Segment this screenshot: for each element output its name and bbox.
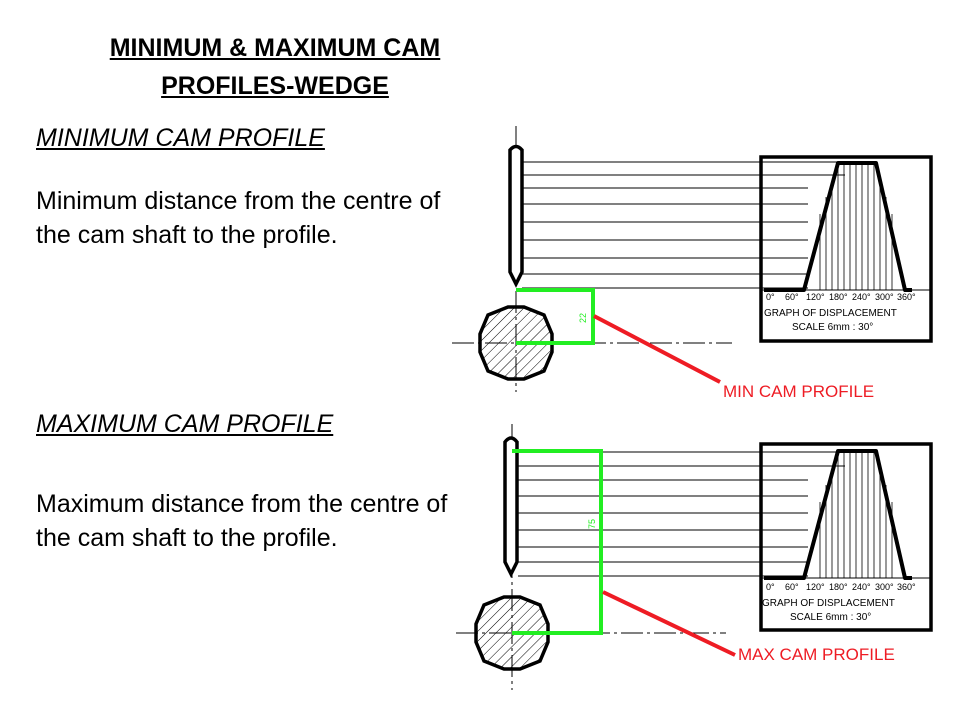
svg-text:120°: 120° [806,292,825,302]
svg-text:120°: 120° [806,582,825,592]
svg-text:180°: 180° [829,292,848,302]
svg-text:180°: 180° [829,582,848,592]
svg-text:360°: 360° [897,292,916,302]
min-dimension-value: 22 [578,313,588,323]
svg-text:240°: 240° [852,292,871,302]
min-graph-scale: SCALE 6mm : 30° [792,322,873,333]
min-profile-description: Minimum distance from the centre of the … [36,187,441,249]
min-projection-lines [522,161,845,289]
max-callout-pointer [602,590,736,657]
svg-text:0°: 0° [766,582,775,592]
max-graph-scale: SCALE 6mm : 30° [790,612,871,623]
svg-text:60°: 60° [785,582,799,592]
min-profile-heading: MINIMUM CAM PROFILE [36,124,325,152]
svg-text:0°: 0° [766,292,775,302]
min-callout-label: MIN CAM PROFILE [723,382,874,401]
max-graph-ordinates [819,451,893,578]
svg-text:360°: 360° [897,582,916,592]
max-graph-tick-labels: 0° 60° 120° 180° 240° 300° 360° [766,582,916,592]
svg-text:300°: 300° [875,582,894,592]
svg-text:60°: 60° [785,292,799,302]
min-graph-caption: GRAPH OF DISPLACEMENT [764,308,897,319]
max-displacement-graph: 0° 60° 120° 180° 240° 300° 360° GRAPH OF… [759,442,933,632]
max-displacement-curve [764,449,912,580]
max-profile-heading: MAXIMUM CAM PROFILE [36,410,334,438]
title-line-2: PROFILES-WEDGE [161,71,389,100]
min-wedge-follower [508,144,524,288]
min-graph-frame [759,155,933,343]
min-graph-tick-labels: 0° 60° 120° 180° 240° 300° 360° [766,292,916,302]
max-wedge-follower [503,436,519,578]
svg-text:300°: 300° [875,292,894,302]
svg-text:240°: 240° [852,582,871,592]
min-displacement-curve [764,161,912,292]
page-title: MINIMUM & MAXIMUM CAM PROFILES-WEDGE [40,30,510,105]
max-profile-description: Maximum distance from the centre of the … [36,490,448,552]
min-callout-pointer [593,314,721,384]
max-projection-lines [518,451,845,577]
max-graph-frame [759,442,933,632]
max-graph-caption: GRAPH OF DISPLACEMENT [762,598,895,609]
min-graph-ordinates [819,163,893,290]
min-distance-dimension [516,288,595,345]
max-dimension-value: 75 [587,519,597,529]
title-line-1: MINIMUM & MAXIMUM CAM [109,34,441,62]
max-distance-dimension [512,449,603,635]
max-callout-label: MAX CAM PROFILE [738,645,895,664]
max-cam-drawing: 75 MAX CAM PROFILE [456,424,895,690]
min-displacement-graph: 0° 60° 120° 180° 240° 300° 360° GRAPH OF… [759,155,933,343]
